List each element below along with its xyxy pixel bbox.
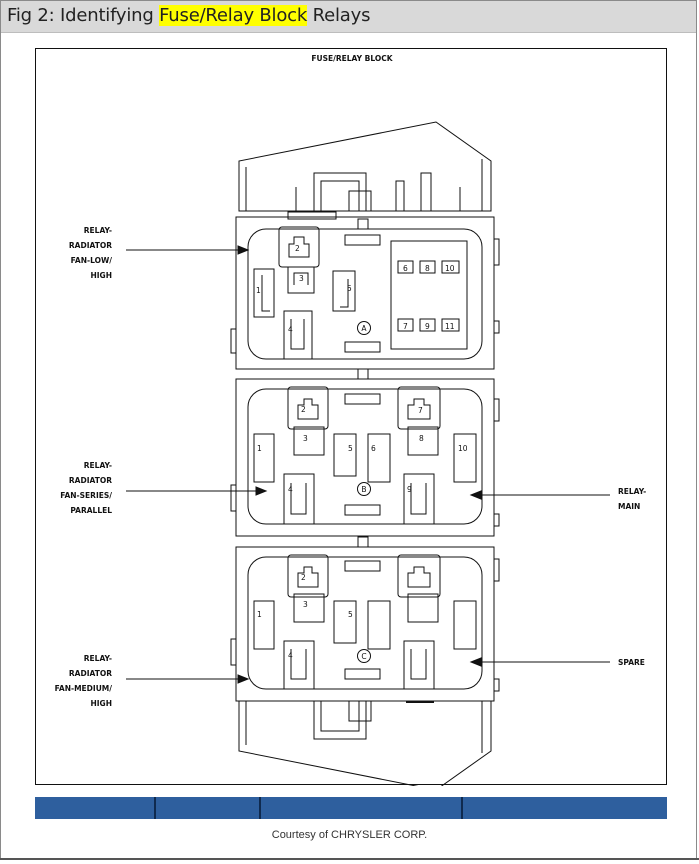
- bar-divider: [259, 797, 261, 819]
- terminal-6: 6: [371, 444, 376, 453]
- title-suffix: Relays: [307, 5, 371, 26]
- terminal-5-b: 5: [348, 444, 353, 453]
- label-spare: SPARE: [618, 658, 645, 667]
- label-series-4: PARALLEL: [70, 506, 112, 515]
- terminal-1-b: 1: [257, 444, 262, 453]
- terminal-5-a: 5: [347, 284, 352, 293]
- section-c: 2 1 3 5 4 C: [235, 546, 495, 702]
- top-connector: [238, 121, 492, 212]
- section-b: 2 1 3 5 4 7 6 8 10 9 B: [235, 378, 495, 537]
- label-series-1: RELAY-: [84, 461, 112, 470]
- diagram-panel: FUSE/RELAY BLOCK: [35, 48, 667, 786]
- label-main-2: MAIN: [618, 502, 640, 511]
- leader-arrows: [126, 245, 610, 684]
- bottom-divider: [0, 858, 699, 860]
- fuse-11: 11: [445, 322, 455, 331]
- terminal-10: 10: [458, 444, 468, 453]
- label-medium-1: RELAY-: [84, 654, 112, 663]
- bar-divider: [461, 797, 463, 819]
- label-low-high-4: HIGH: [90, 271, 112, 280]
- fuse-10: 10: [445, 264, 455, 273]
- title-highlight: Fuse/Relay Block: [159, 5, 308, 26]
- section-marker-a: A: [361, 324, 367, 333]
- label-low-high-2: RADIATOR: [69, 241, 112, 250]
- label-series-3: FAN-SERIES/: [60, 491, 112, 500]
- terminal-3-b: 3: [303, 434, 308, 443]
- terminal-3-a: 3: [299, 274, 304, 283]
- figure-header: Fig 2: Identifying Fuse/Relay Block Rela…: [1, 1, 696, 33]
- terminal-8: 8: [419, 434, 424, 443]
- terminal-7: 7: [418, 406, 423, 415]
- terminal-3-c: 3: [303, 600, 308, 609]
- terminal-9: 9: [407, 485, 412, 494]
- diagram-heading: FUSE/RELAY BLOCK: [311, 54, 393, 63]
- section-marker-c: C: [361, 652, 366, 661]
- label-low-high-3: FAN-LOW/: [71, 256, 113, 265]
- terminal-1-c: 1: [257, 610, 262, 619]
- label-series-2: RADIATOR: [69, 476, 112, 485]
- bottom-connector: [238, 700, 492, 786]
- figure-toolbar-bar: [35, 797, 667, 819]
- section-marker-b: B: [361, 485, 366, 494]
- fuse-8: 8: [425, 264, 430, 273]
- label-medium-2: RADIATOR: [69, 669, 112, 678]
- label-main-1: RELAY-: [618, 487, 646, 496]
- terminal-2-b: 2: [301, 405, 306, 414]
- fuse-7: 7: [403, 322, 408, 331]
- terminal-2-a: 2: [295, 244, 300, 253]
- title-prefix: Fig 2: Identifying: [7, 5, 160, 26]
- fuse-6: 6: [403, 264, 408, 273]
- fuse-9: 9: [425, 322, 430, 331]
- label-medium-3: FAN-MEDIUM/: [55, 684, 113, 693]
- terminal-4-a: 4: [288, 325, 293, 334]
- terminal-5-c: 5: [348, 610, 353, 619]
- terminal-4-b: 4: [288, 485, 293, 494]
- terminal-1-a: 1: [256, 286, 261, 295]
- callout-labels: RELAY- RADIATOR FAN-LOW/ HIGH RELAY- RAD…: [55, 226, 647, 708]
- terminal-4-c: 4: [288, 651, 293, 660]
- figure-caption: Courtesy of CHRYSLER CORP.: [271, 829, 428, 841]
- fuse-relay-block-diagram: FUSE/RELAY BLOCK: [55, 54, 647, 786]
- label-low-high-1: RELAY-: [84, 226, 112, 235]
- terminal-2-c: 2: [301, 573, 306, 582]
- figure-title: Fig 2: Identifying Fuse/Relay Block Rela…: [7, 5, 370, 26]
- section-a: 2 1 3 5 4 6 8 10 7 9 11 A: [235, 211, 495, 370]
- bar-divider: [154, 797, 156, 819]
- label-medium-4: HIGH: [90, 699, 112, 708]
